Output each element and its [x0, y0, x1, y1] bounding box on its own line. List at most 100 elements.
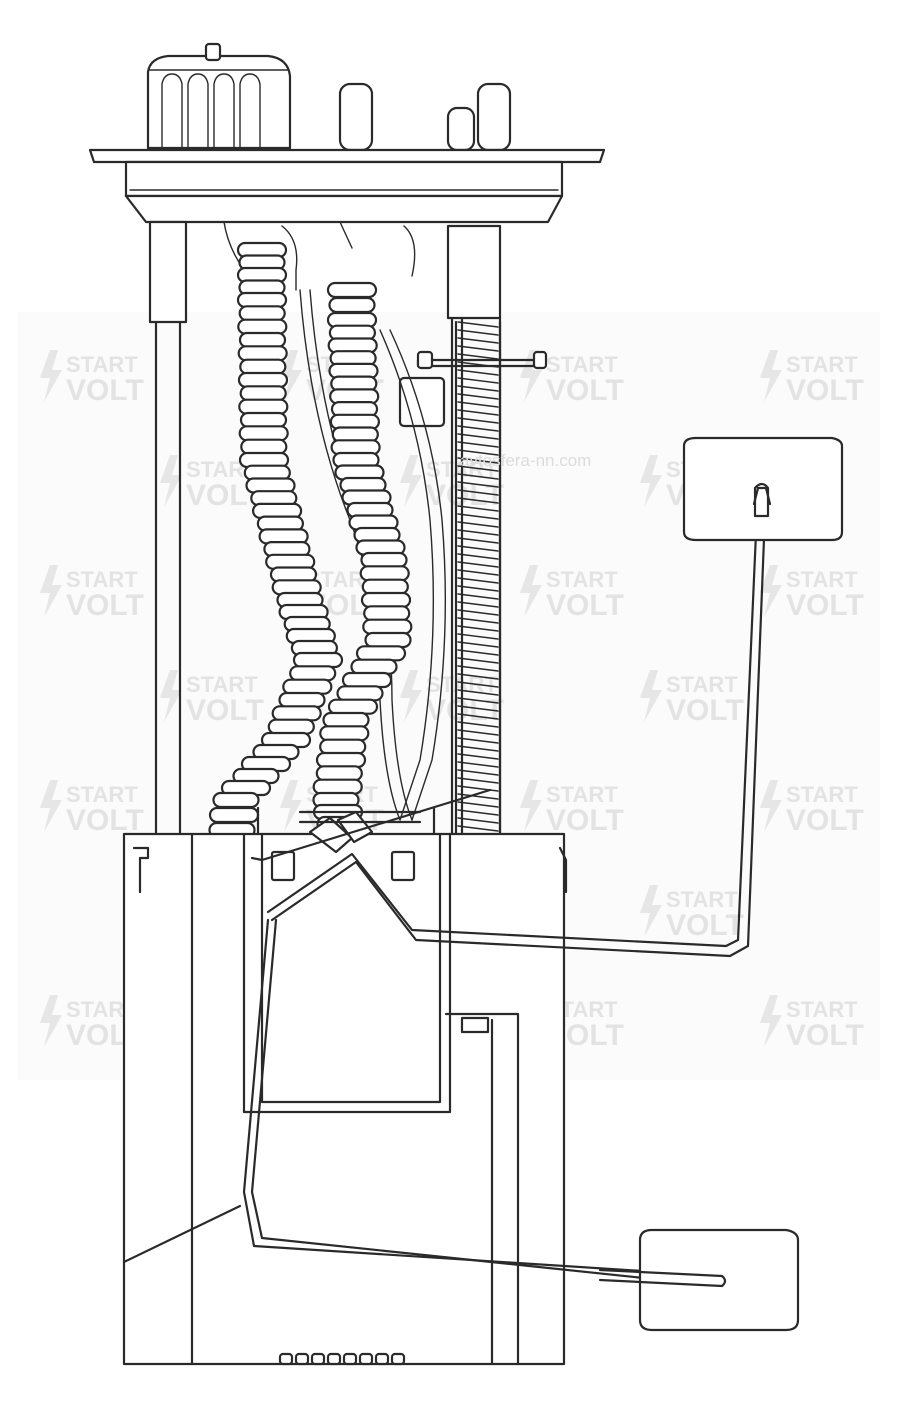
watermark-line1: START — [66, 567, 138, 592]
lightning-bolt-icon — [160, 455, 182, 507]
hose-rib — [360, 551, 408, 569]
fuel-level-sender-upper — [250, 436, 844, 958]
spring-coil — [457, 409, 499, 416]
corrugated-hoses — [208, 241, 413, 839]
lightning-bolt-icon — [640, 670, 662, 722]
spring-coil — [457, 617, 499, 624]
hose-rib — [327, 698, 379, 715]
watermark-line2: VOLT — [786, 804, 864, 837]
spring-coil — [457, 417, 499, 424]
spring-coil — [457, 337, 499, 344]
spring-coil — [457, 321, 499, 328]
lightning-bolt-icon — [400, 670, 422, 722]
spring-coil — [457, 433, 499, 440]
spring-coil — [457, 689, 499, 696]
watermark-line1: START — [546, 352, 618, 377]
spring-coil — [457, 377, 499, 384]
left-corrugated-hose — [208, 241, 344, 839]
spring-coil — [457, 329, 499, 336]
spring-coil — [457, 809, 499, 816]
spring-coil — [457, 609, 499, 616]
lower-float — [638, 1228, 800, 1332]
hose-rib — [208, 806, 260, 824]
lightning-bolt-icon — [520, 350, 542, 402]
spring-coil — [457, 401, 499, 408]
hose-rib — [312, 778, 363, 795]
spring-coil — [457, 785, 499, 792]
watermark-line1: START — [786, 567, 858, 592]
lightning-bolt-icon — [520, 780, 542, 832]
spring-coil — [457, 713, 499, 720]
left-rod-sleeve — [148, 220, 188, 324]
hose-rib — [237, 345, 288, 362]
spring-coil — [457, 657, 499, 664]
fuel-level-sender-lower — [242, 918, 800, 1332]
lightning-bolt-icon — [40, 565, 62, 617]
outlet-pipe-stub — [338, 82, 374, 152]
hose-rib — [363, 605, 411, 622]
hose-rib — [289, 665, 337, 682]
watermark-line1: START — [546, 567, 618, 592]
spring-coil — [457, 561, 499, 568]
spring-coil — [457, 537, 499, 544]
hose-rib — [278, 691, 326, 709]
lightning-bolt-icon — [760, 995, 782, 1047]
return-channel — [444, 1012, 520, 1366]
hose-rib — [319, 738, 367, 755]
lightning-bolt-icon — [160, 670, 182, 722]
hose-rib — [239, 358, 287, 375]
spring-coil — [457, 369, 499, 376]
vent-pipe-stub — [446, 106, 476, 152]
spring-coil — [457, 593, 499, 600]
spring-coil — [457, 817, 499, 824]
hose-rib — [237, 318, 288, 335]
lightning-bolt-icon — [760, 780, 782, 832]
watermark-line1: START — [186, 672, 258, 697]
spring-coil — [457, 577, 499, 584]
spring-coil — [457, 665, 499, 672]
spring-coil — [457, 825, 499, 832]
spring-coil — [457, 697, 499, 704]
spring-coil — [457, 521, 499, 528]
spring-coil — [457, 633, 499, 640]
spring-coil — [457, 545, 499, 552]
watermark-line2: VOLT — [546, 374, 624, 407]
hose-rib — [238, 331, 287, 349]
spring-coil — [457, 449, 499, 456]
right-corrugated-hose — [312, 281, 413, 833]
spring-coil — [457, 777, 499, 784]
spring-coil — [457, 705, 499, 712]
hose-rib — [350, 658, 398, 675]
hose-rib — [326, 281, 378, 299]
watermark-line1: START — [786, 997, 858, 1022]
watermark-line1: START — [786, 352, 858, 377]
watermark-line2: VOLT — [786, 1019, 864, 1052]
flange-body — [124, 160, 564, 198]
hose-rib — [271, 705, 322, 722]
flange-lower-ring — [124, 194, 564, 224]
watermark-line2: VOLT — [66, 374, 144, 407]
spring-coil — [457, 353, 499, 360]
spring-coil — [457, 649, 499, 656]
watermark-site-url: avtosfera-nn.com — [460, 451, 591, 470]
watermark-line2: VOLT — [546, 804, 624, 837]
spring-coil — [457, 793, 499, 800]
hose-rib — [237, 371, 289, 389]
spring-coil — [457, 529, 499, 536]
return-pipe-stub — [476, 82, 512, 152]
lightning-bolt-icon — [40, 350, 62, 402]
hose-rib — [328, 296, 376, 314]
hose-rib — [282, 678, 333, 695]
spring-coil — [457, 681, 499, 688]
lightning-bolt-icon — [40, 780, 62, 832]
hose-rib — [341, 671, 393, 689]
flange-plate — [88, 148, 606, 164]
lightning-bolt-icon — [400, 455, 422, 507]
top-flange — [88, 42, 606, 291]
watermark-line2: VOLT — [786, 374, 864, 407]
